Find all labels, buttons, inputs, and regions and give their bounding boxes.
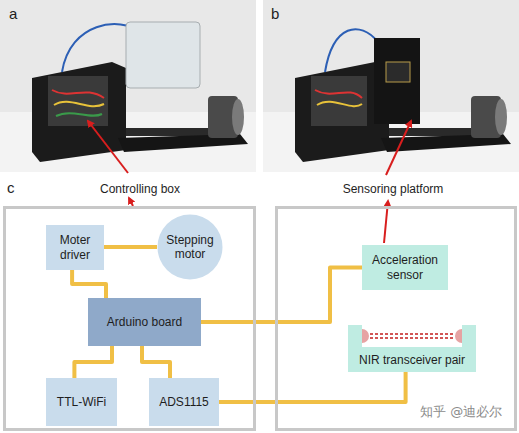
sensor-box: Acceleration sensor (362, 245, 448, 290)
wire (317, 102, 362, 106)
node-label: NIR transceiver pair (359, 353, 465, 367)
wire (56, 113, 102, 116)
motor-end (495, 99, 507, 135)
node-label: Arduino board (107, 315, 182, 329)
node-label: ADS1115 (159, 395, 209, 409)
wire-connector (74, 346, 112, 378)
wire (315, 90, 362, 98)
wire-connector (142, 346, 170, 378)
beam-line (370, 337, 454, 339)
controller-box: Arduino board (88, 298, 201, 346)
wire (54, 102, 104, 106)
photo-background (0, 0, 256, 172)
photo-background (263, 0, 519, 172)
module-box: TTL-WiFi (46, 378, 117, 426)
wire-connector (219, 372, 406, 402)
receiver-dome (455, 329, 462, 343)
panel-letter: c (7, 179, 15, 197)
module-box: Moter driver (46, 225, 104, 270)
pointer-arrow (129, 198, 133, 206)
wire (52, 90, 104, 98)
motor-circle: Stepping motor (157, 214, 223, 280)
pointer-arrow (386, 121, 411, 175)
emitter-dome (362, 329, 369, 343)
circuit-board (311, 76, 367, 126)
node-label: Stepping motor (161, 233, 219, 262)
node-label: TTL-WiFi (57, 395, 106, 409)
sensor-box: NIR transceiver pair (348, 325, 476, 372)
panel-letter: b (271, 5, 279, 23)
beam-line (370, 333, 454, 335)
circuit-board (48, 76, 108, 126)
wire-connector (201, 268, 362, 323)
photo-a (0, 0, 256, 172)
clear-container (126, 22, 200, 88)
wire (325, 29, 378, 72)
wire-connector (72, 270, 106, 298)
control-housing (32, 62, 126, 162)
node-label: Moter driver (50, 233, 100, 262)
u-bracket (348, 325, 476, 372)
panel-letter: a (9, 5, 17, 23)
pointer-arrow (88, 121, 128, 173)
circle-shape (158, 215, 223, 280)
motor-end (232, 99, 244, 135)
sensor-pcb (386, 62, 410, 82)
region-heading: Sensoring platform (343, 182, 444, 196)
region-frame: Sensoring platformAcceleration sensorNIR… (275, 206, 517, 431)
node-label: Acceleration sensor (366, 253, 444, 282)
module-box: ADS1115 (149, 378, 219, 426)
wire-connector (104, 245, 157, 249)
region-frame: Controlling boxMoter driverStepping moto… (3, 206, 256, 431)
region-heading: Controlling box (100, 182, 180, 196)
sensor-plate (374, 38, 420, 124)
watermark: 知乎 @迪必尔 (420, 404, 502, 420)
photo-b (263, 0, 519, 172)
